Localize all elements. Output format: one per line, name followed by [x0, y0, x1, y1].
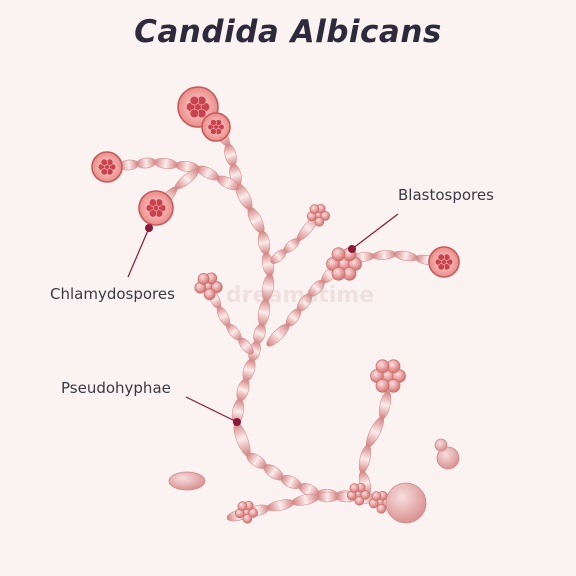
hypha-cell	[393, 250, 418, 262]
chlamydospore-granule	[189, 108, 199, 119]
blastospore-branch-upper	[270, 214, 320, 264]
yeast-cell-bud	[434, 438, 448, 452]
label-pointers	[127, 213, 399, 426]
watermark: dreamstime	[225, 283, 375, 308]
chlamydospore-right	[428, 246, 460, 278]
blastospore	[349, 483, 360, 493]
chlamydospore-granule	[100, 158, 108, 166]
hypha-cell	[174, 168, 200, 190]
hypha-cell	[266, 323, 290, 347]
hypha-cell	[216, 175, 240, 191]
chlamydospore-granule	[437, 263, 445, 271]
chlamydospore-granule	[210, 128, 217, 135]
blastospore	[314, 216, 325, 227]
hypha-cell	[253, 323, 266, 344]
blastospore	[331, 266, 346, 281]
pseudohyphae-label: Pseudohyphae	[61, 379, 171, 397]
pseudohyphae-pointer	[185, 396, 241, 426]
pointer-dot	[145, 224, 153, 232]
hypha-cell	[358, 444, 372, 474]
yeast-cell-budding	[436, 446, 460, 470]
chlamydospores-pointer	[127, 224, 153, 278]
pointer-line	[185, 396, 238, 423]
yeast-cell-oval	[168, 471, 206, 491]
pseudohyphae-chains	[118, 120, 440, 522]
chlamydospore-granule	[148, 198, 157, 207]
blastospore	[210, 281, 223, 293]
hypha-cell	[378, 390, 392, 420]
chlamydospore-granule	[210, 119, 217, 126]
hypha-cell	[136, 157, 157, 169]
hypha-cell	[247, 207, 265, 234]
lower-right-branch	[358, 390, 392, 496]
chlamydospore-mid	[138, 190, 174, 226]
blastospore	[237, 501, 248, 511]
chlamydospores-label: Chlamydospores	[50, 285, 175, 303]
right-branch	[350, 250, 440, 266]
hypha-cell	[372, 250, 397, 260]
chlamydospore-top-small	[201, 112, 231, 142]
chlamydospore-left	[91, 151, 123, 183]
hypha-cell	[257, 230, 271, 255]
blastospore	[376, 503, 387, 514]
blastospore-cluster-bottom-mid	[346, 482, 371, 506]
blastospore	[309, 204, 320, 214]
blastospores-label: Blastospores	[398, 186, 494, 204]
blastospore	[360, 490, 371, 500]
blastospore	[375, 359, 390, 374]
pointer-dot	[348, 245, 356, 253]
blastospore	[331, 247, 346, 262]
blastospore-cluster-left	[194, 272, 223, 301]
blastospore-cluster-top	[306, 203, 331, 227]
chlamydospore-granule	[148, 209, 157, 218]
hypha-cell	[224, 143, 237, 167]
pointer-line	[351, 213, 399, 250]
blastospore-cluster-right	[370, 359, 406, 393]
hypha-cell	[236, 378, 250, 402]
blastospore	[242, 513, 253, 524]
chlamydospore-granule	[437, 253, 445, 261]
hypha-cell	[153, 157, 178, 170]
hypha-cell	[270, 249, 287, 264]
blastospore	[375, 378, 390, 393]
yeast-cell-large	[385, 482, 427, 524]
chlamydospore-granule	[100, 168, 108, 176]
blastospores-pointer	[348, 213, 399, 253]
diagram-title: Candida Albicans	[134, 14, 442, 50]
hypha-cell	[316, 491, 339, 503]
blastospore	[248, 508, 259, 518]
blastospore	[354, 495, 365, 506]
blastospore	[320, 211, 331, 221]
blastospore	[203, 288, 216, 301]
blastospore	[197, 273, 210, 285]
chlamydospore-granule	[189, 95, 199, 106]
pointer-dot	[233, 418, 241, 426]
pointer-line	[127, 227, 150, 278]
hypha-cell	[366, 416, 384, 448]
spore-clusters	[91, 86, 460, 524]
blastospore-cluster-bottom	[234, 500, 259, 524]
blastospore	[371, 491, 382, 501]
hypha-cell	[233, 421, 251, 457]
hypha-cell	[266, 499, 295, 512]
upper-left-branch	[118, 157, 240, 191]
hypha-cell	[242, 358, 256, 382]
hypha-cell	[238, 337, 254, 355]
